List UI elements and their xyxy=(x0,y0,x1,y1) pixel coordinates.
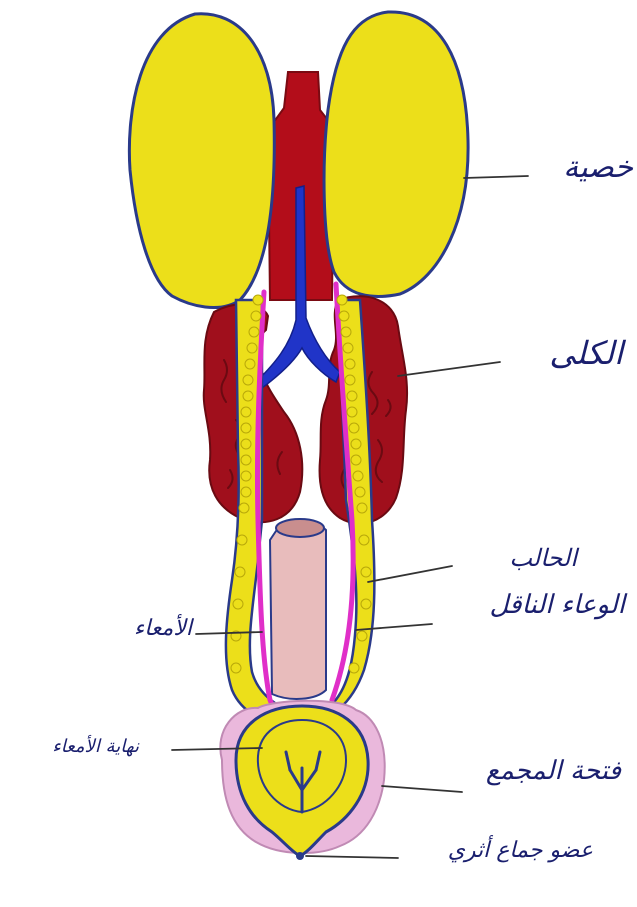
testis-right xyxy=(324,12,468,297)
intestine xyxy=(270,521,326,699)
label-intestine-end: نهاية الأمعاء xyxy=(52,736,139,757)
label-kidney: الكلى xyxy=(549,334,623,372)
label-ureter: الحالب xyxy=(509,544,577,572)
label-copulatory-organ: عضو جماع أثري xyxy=(448,838,593,863)
label-testis: خصية xyxy=(563,150,633,185)
intestine-opening xyxy=(276,519,324,537)
label-vas-deferens: الوعاء الناقل xyxy=(489,590,625,620)
label-cloaca: فتحة المجمع xyxy=(486,756,621,786)
testis-left xyxy=(129,14,274,308)
label-intestine: الأمعاء xyxy=(134,616,192,641)
copulatory-organ-tip xyxy=(296,852,304,860)
